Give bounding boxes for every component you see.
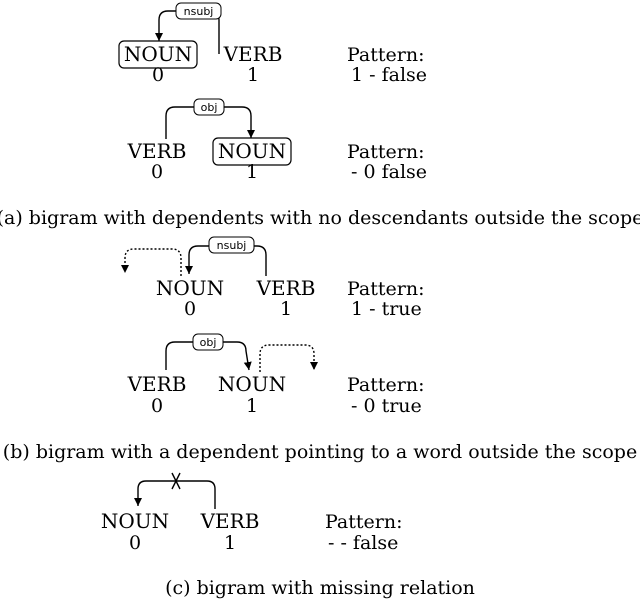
missing-relation-cross-icon	[171, 472, 181, 490]
pattern-label: Pattern:	[347, 374, 425, 396]
pattern-label: Pattern:	[347, 141, 425, 163]
relation-label-box	[193, 98, 225, 116]
caption-b: (b) bigram with a dependent pointing to …	[3, 441, 637, 463]
relation-label: nsubj	[184, 5, 214, 18]
index-0: 0	[151, 395, 163, 417]
word-verb: VERB	[127, 372, 187, 396]
index-0: 0	[184, 298, 196, 320]
panel-b-example-1: nsubj NOUN VERB 0 1 Pattern: 1 - true	[121, 236, 425, 320]
index-1: 1	[280, 298, 292, 320]
word-verb: VERB	[200, 509, 260, 533]
word-verb: VERB	[127, 139, 187, 163]
word-noun: NOUN	[218, 372, 286, 396]
panel-a-example-1: nsubj NOUN VERB 0 1 Pattern: 1 - false	[118, 2, 427, 86]
index-1: 1	[246, 395, 258, 417]
relation-label: nsubj	[217, 239, 247, 252]
outside-scope-dotted-arc	[259, 344, 318, 372]
panel-a-example-2: obj VERB NOUN 0 1 Pattern: - 0 false	[127, 98, 427, 183]
panel-b-example-2: obj VERB NOUN 0 1 Pattern: - 0 true	[127, 333, 425, 417]
pattern-label: Pattern:	[347, 278, 425, 300]
word-noun: NOUN	[101, 509, 169, 533]
caption-c: (c) bigram with missing relation	[165, 577, 475, 599]
relation-label: obj	[200, 336, 217, 349]
word-noun: NOUN	[218, 139, 286, 163]
relation-label-box	[175, 2, 222, 20]
word-verb: VERB	[223, 42, 283, 66]
outside-scope-dotted-arc	[121, 248, 182, 276]
relation-label-box	[208, 236, 255, 254]
missing-relation-arc	[134, 480, 216, 509]
pattern-value: - 0 true	[351, 395, 422, 417]
pattern-value: 1 - false	[351, 64, 427, 86]
index-0: 0	[151, 161, 163, 183]
index-0: 0	[129, 532, 141, 554]
index-1: 1	[247, 64, 259, 86]
pattern-value: - - false	[328, 532, 398, 554]
relation-label: obj	[201, 101, 218, 114]
noun-highlight-box	[118, 40, 198, 69]
pattern-label: Pattern:	[325, 511, 403, 533]
index-1: 1	[246, 161, 258, 183]
word-verb: VERB	[256, 276, 316, 300]
caption-a: (a) bigram with dependents with no desce…	[0, 207, 640, 229]
pattern-value: - 0 false	[351, 161, 427, 183]
pattern-value: 1 - true	[351, 298, 422, 320]
relation-label-box	[192, 333, 224, 351]
word-noun: NOUN	[156, 276, 224, 300]
index-0: 0	[152, 64, 164, 86]
index-1: 1	[224, 532, 236, 554]
noun-highlight-box	[212, 137, 292, 166]
pattern-label: Pattern:	[347, 44, 425, 66]
panel-c-example-1: NOUN VERB 0 1 Pattern: - - false	[101, 472, 403, 554]
word-noun: NOUN	[124, 42, 192, 66]
